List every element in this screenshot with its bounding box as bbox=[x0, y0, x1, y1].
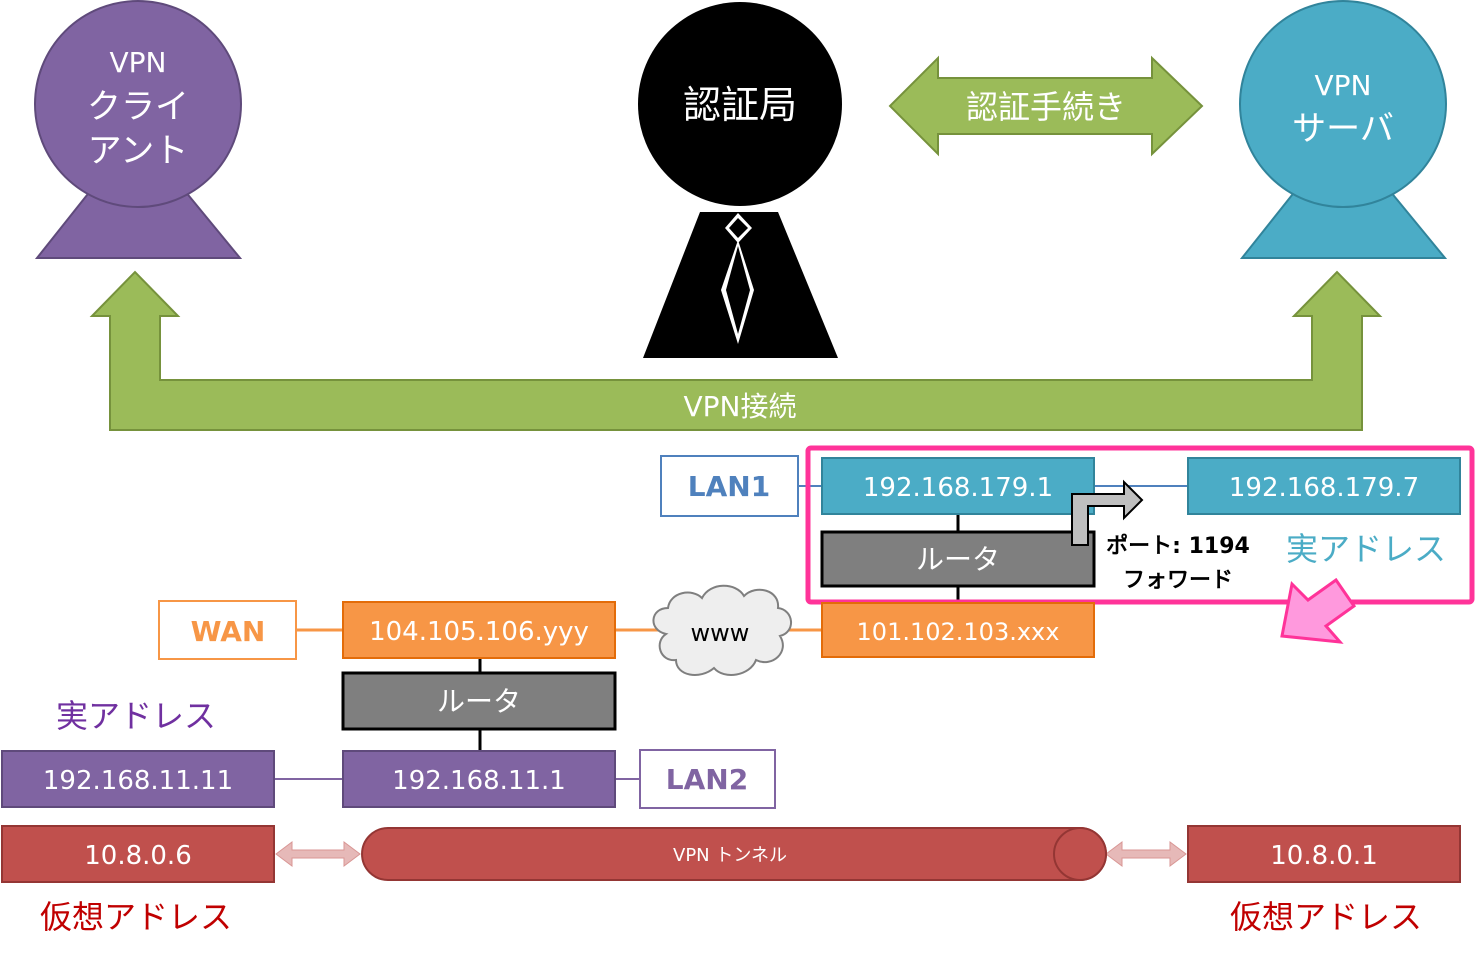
virtual-address-label-right: 仮想アドレス bbox=[1230, 898, 1422, 936]
right-tunnel-double-arrow bbox=[1105, 841, 1187, 867]
vpn-connection-shape bbox=[89, 270, 1383, 431]
vpn-client-label-1: VPN bbox=[110, 46, 167, 79]
lan2-group: ルータ 実アドレス 192.168.11.11 192.168.11.1 LAN… bbox=[1, 671, 776, 809]
client-virtual-ip-box bbox=[1, 825, 275, 883]
vpn-connection-arrow: VPN接続 bbox=[89, 270, 1383, 431]
client-virtual-ip: 10.8.0.6 bbox=[84, 841, 192, 871]
auth-double-arrow: 認証手続き bbox=[888, 55, 1204, 157]
lan2-router-label: ルータ bbox=[437, 685, 521, 718]
lan1-label-box bbox=[660, 455, 799, 517]
wan-group: WAN 104.105.106.yyy 101.102.103.xxx www bbox=[158, 584, 1095, 676]
lan1-server-ip: 192.168.179.7 bbox=[1229, 473, 1419, 503]
tunnel-label: VPN トンネル bbox=[673, 845, 787, 866]
lan1-router-box bbox=[820, 530, 1096, 588]
certificate-authority-node: 認証局 bbox=[638, 2, 842, 358]
lan2-router-box bbox=[341, 671, 617, 731]
highlight-pointer-arrow bbox=[1280, 577, 1357, 644]
left-tunnel-double-arrow bbox=[275, 841, 361, 867]
lan1-router-label: ルータ bbox=[916, 543, 1000, 576]
vpn-server-head bbox=[1239, 0, 1447, 208]
lan1-group: LAN1 192.168.179.1 192.168.179.7 ルータ ポート… bbox=[660, 445, 1475, 644]
port-forward-text-2: フォワード bbox=[1123, 568, 1233, 593]
ca-head bbox=[638, 2, 842, 206]
ca-label: 認証局 bbox=[683, 83, 797, 127]
lan1-router-ip-box bbox=[821, 457, 1095, 515]
wan-client-ip-box bbox=[342, 601, 616, 659]
server-virtual-ip-box bbox=[1187, 825, 1461, 883]
vpn-client-head bbox=[34, 0, 242, 208]
port-forward-text-1: ポート: 1194 bbox=[1106, 533, 1250, 559]
wan-server-ip-box bbox=[821, 602, 1095, 658]
wan-label-box bbox=[158, 600, 297, 660]
lan2-router-ip-box bbox=[342, 750, 616, 808]
port-forward-arrow bbox=[1071, 479, 1144, 546]
wan-server-ip: 101.102.103.xxx bbox=[857, 618, 1060, 646]
vpn-tunnel-group: 10.8.0.6 10.8.0.1 VPN トンネル 仮想アドレス 仮想アドレス bbox=[1, 825, 1461, 936]
lan1-real-address-label: 実アドレス bbox=[1286, 530, 1446, 568]
lan1-router-ip: 192.168.179.1 bbox=[863, 473, 1053, 503]
lan2-label-box bbox=[639, 749, 776, 809]
vpn-server-label-1: VPN bbox=[1315, 69, 1372, 102]
wan-label: WAN bbox=[191, 615, 266, 648]
tie-knot-inner bbox=[729, 218, 748, 238]
vpn-connection-label: VPN接続 bbox=[684, 390, 797, 423]
auth-arrow-label: 認証手続き bbox=[966, 88, 1126, 126]
tunnel-cylinder-end bbox=[1053, 827, 1107, 881]
lan2-label: LAN2 bbox=[666, 763, 748, 796]
lan2-real-address-label: 実アドレス bbox=[56, 697, 216, 735]
real-address-highlight bbox=[805, 445, 1475, 605]
lan1-server-ip-box bbox=[1187, 457, 1461, 515]
vpn-server-label-2: サーバ bbox=[1292, 109, 1394, 149]
server-virtual-ip: 10.8.0.1 bbox=[1270, 841, 1378, 871]
lan2-client-ip: 192.168.11.11 bbox=[43, 766, 233, 796]
internet-cloud-icon: www bbox=[652, 584, 792, 676]
network-lines bbox=[274, 485, 1188, 780]
vpn-client-node: VPN クライ アント bbox=[34, 0, 243, 259]
lan2-router-ip: 192.168.11.1 bbox=[392, 766, 566, 796]
cloud-shape bbox=[652, 584, 792, 676]
tie-blade-inner bbox=[726, 246, 750, 334]
auth-arrow-shape bbox=[888, 55, 1204, 157]
internet-label: www bbox=[691, 619, 750, 647]
lan2-client-ip-box bbox=[1, 750, 275, 808]
lan1-label: LAN1 bbox=[688, 470, 770, 503]
wan-client-ip: 104.105.106.yyy bbox=[369, 617, 589, 647]
vpn-client-label-2: クライ bbox=[87, 87, 189, 127]
vpn-server-node: VPN サーバ bbox=[1239, 0, 1448, 259]
virtual-address-label-left: 仮想アドレス bbox=[40, 898, 232, 936]
vpn-client-label-3: アント bbox=[88, 131, 189, 171]
